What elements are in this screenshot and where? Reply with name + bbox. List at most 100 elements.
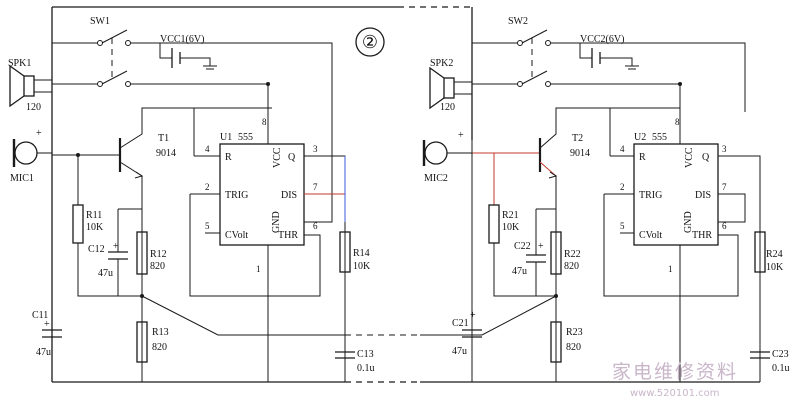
u2-pinno-3: 3 <box>722 144 727 154</box>
u2-555-ic <box>603 82 761 382</box>
c11-capacitor <box>42 329 62 338</box>
r11-wire-bottom <box>77 243 142 297</box>
r24-ref: R24 <box>766 249 783 260</box>
spk1-label: SPK1 <box>8 58 31 69</box>
u1-pin-r: R <box>225 152 232 163</box>
mic1-plus: + <box>36 128 42 139</box>
c12-capacitor <box>108 208 142 296</box>
u1-pin-trig: TRIG <box>225 190 248 201</box>
u1-pinno-7: 7 <box>313 182 318 192</box>
c13-ref: C13 <box>357 349 374 360</box>
t1-part: 9014 <box>156 148 176 159</box>
sw1-label: SW1 <box>90 16 110 27</box>
t2-transistor <box>538 107 680 382</box>
c11-plus: + <box>44 319 50 330</box>
c13-capacitor <box>335 351 355 359</box>
c11-ref: C11 <box>32 310 48 321</box>
watermark: 家电维修资料 www.520101.com <box>612 361 738 399</box>
spk2-value: 120 <box>440 102 455 113</box>
mic2-microphone <box>422 140 472 166</box>
right-circuit: SW2 VCC2(6V) SPK2 120 + MIC2 <box>345 7 790 383</box>
c23-capacitor <box>750 351 770 359</box>
u2-pin-cvolt: CVolt <box>639 230 662 241</box>
u2-pin-vcc: VCC <box>684 147 695 168</box>
cross-wire-left <box>141 295 345 336</box>
c21-capacitor <box>462 329 482 338</box>
r23-ref: R23 <box>566 327 583 338</box>
r21-resistor <box>488 204 500 244</box>
r14-value: 10K <box>353 261 371 272</box>
t2-label: T2 <box>572 133 583 144</box>
r12-value: 820 <box>150 261 165 272</box>
r22-resistor <box>550 231 562 275</box>
u1-pin-vcc: VCC <box>272 147 283 168</box>
c22-plus: + <box>538 241 544 252</box>
watermark-text: 家电维修资料 <box>612 361 738 383</box>
u1-part: 555 <box>238 132 253 143</box>
u2-pinno-5: 5 <box>620 221 625 231</box>
c22-capacitor <box>526 208 556 296</box>
spk1-value: 120 <box>26 102 41 113</box>
r13-resistor <box>136 321 148 363</box>
r23-resistor <box>550 321 562 363</box>
u2-pin-gnd: GND <box>683 211 694 233</box>
u2-pinno-1: 1 <box>668 264 673 274</box>
u1-pin-gnd: GND <box>271 211 282 233</box>
c22-ref: C22 <box>514 241 531 252</box>
u1-pin-dis: DIS <box>281 190 297 201</box>
c12-plus: + <box>113 241 119 252</box>
c21-plus: + <box>470 310 476 321</box>
u1-555-ic <box>189 42 346 382</box>
u1-pin-thr: THR <box>278 230 298 241</box>
spk2-label: SPK2 <box>430 58 453 69</box>
u1-pinno-4: 4 <box>205 144 210 154</box>
u2-pin-q: Q <box>702 152 710 163</box>
u2-pinno-4: 4 <box>620 144 625 154</box>
r13-value: 820 <box>152 342 167 353</box>
u2-pinno-2: 2 <box>620 182 625 192</box>
r12-ref: R12 <box>150 249 167 260</box>
spk2-speaker <box>429 66 472 110</box>
u2-pinno-7: 7 <box>722 182 727 192</box>
cross-wire-right <box>420 295 557 336</box>
c12-ref: C12 <box>88 244 105 255</box>
r14-resistor <box>339 231 351 273</box>
vcc2-battery <box>579 43 639 70</box>
r11-ref: R11 <box>86 210 102 221</box>
circuit-number-circle <box>355 27 385 57</box>
t2-part: 9014 <box>570 148 590 159</box>
mic1-microphone <box>12 139 52 167</box>
t1-transistor <box>118 107 272 382</box>
vcc2-label: VCC2(6V) <box>580 34 624 45</box>
spk1-speaker <box>9 64 52 108</box>
r21-value: 10K <box>502 222 520 233</box>
r21-ref: R21 <box>502 210 519 221</box>
r12-resistor <box>136 231 148 275</box>
u2-pin-dis: DIS <box>695 190 711 201</box>
c21-value: 47u <box>452 346 467 357</box>
u2-pin-thr: THR <box>692 230 712 241</box>
c11-value: 47u <box>36 347 51 358</box>
mic2-plus: + <box>458 130 464 141</box>
vcc1-label: VCC1(6V) <box>160 34 204 45</box>
u2-ref: U2 <box>634 132 646 143</box>
c23-ref: C23 <box>772 349 789 360</box>
u1-pin-cvolt: CVolt <box>225 230 248 241</box>
c22-value: 47u <box>512 266 527 277</box>
sw2-switch <box>472 29 746 112</box>
sw1-switch <box>52 29 270 87</box>
u1-ref: U1 <box>220 132 232 143</box>
c12-value: 47u <box>98 268 113 279</box>
u2-pinno-6: 6 <box>722 221 727 231</box>
u1-pinno-1: 1 <box>256 264 261 274</box>
c23-value: 0.1u <box>772 363 790 374</box>
u2-pin-r: R <box>639 152 646 163</box>
circuit-number: ② <box>362 32 378 52</box>
sw2-label: SW2 <box>508 16 528 27</box>
r14-ref: R14 <box>353 248 370 259</box>
u1-pinno-5: 5 <box>205 221 210 231</box>
r21-wire-bottom <box>493 243 556 297</box>
r22-value: 820 <box>564 261 579 272</box>
